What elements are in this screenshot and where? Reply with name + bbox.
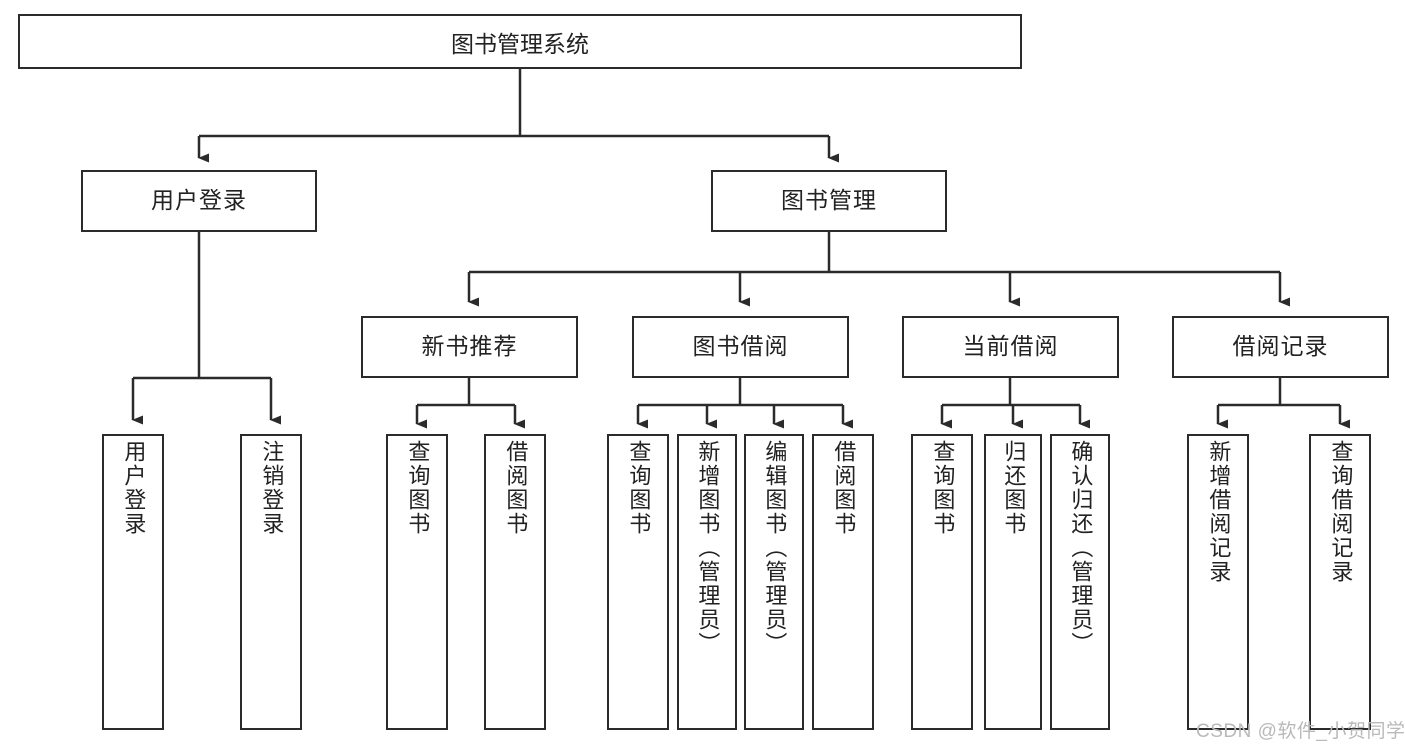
leaf-node[interactable]: 查询图书 (911, 434, 973, 730)
leaf-node[interactable]: 编辑图书（管理员） (744, 434, 804, 730)
leaf-node[interactable]: 查询借阅记录 (1309, 434, 1371, 730)
leaf-node-label: 归还图书 (1001, 440, 1027, 536)
node-new-book-recommend[interactable]: 新书推荐 (361, 316, 578, 378)
edge-current-to-leaves (940, 378, 1090, 429)
node-user-login-label: 用户登录 (151, 187, 247, 214)
node-user-login[interactable]: 用户登录 (81, 170, 317, 232)
leaf-node-label: 查询图书 (930, 440, 956, 536)
leaf-node-label: 借阅图书 (831, 440, 857, 536)
node-book-borrow-label: 图书借阅 (692, 333, 789, 360)
edge-userlogin-to-leaves (131, 232, 281, 425)
edge-records-to-leaves (1216, 378, 1350, 429)
leaf-node-label: 查询图书 (626, 440, 652, 536)
leaf-node[interactable]: 借阅图书 (812, 434, 874, 730)
node-new-book-recommend-label: 新书推荐 (421, 333, 518, 360)
leaf-node[interactable]: 注销登录 (240, 434, 302, 730)
node-current-borrow-label: 当前借阅 (962, 333, 1059, 360)
leaf-node-label: 查询图书 (405, 440, 431, 536)
node-borrow-records[interactable]: 借阅记录 (1172, 316, 1389, 378)
edge-borrow-to-leaves (636, 378, 853, 429)
leaf-node-label: 查询借阅记录 (1328, 440, 1354, 584)
leaf-node[interactable]: 查询图书 (607, 434, 669, 730)
edge-root-to-level2 (197, 69, 839, 163)
leaf-node[interactable]: 查询图书 (386, 434, 448, 730)
leaf-node-label: 确认归还（管理员） (1068, 440, 1094, 656)
leaf-node[interactable]: 新增图书（管理员） (677, 434, 737, 730)
edge-newbooks-to-leaves (415, 378, 525, 429)
node-book-management-label: 图书管理 (781, 187, 877, 214)
node-root[interactable]: 图书管理系统 (18, 14, 1022, 69)
leaf-node[interactable]: 归还图书 (984, 434, 1042, 730)
node-borrow-records-label: 借阅记录 (1232, 333, 1329, 360)
node-book-management[interactable]: 图书管理 (711, 170, 947, 232)
csdn-watermark: CSDN @软件_小贺同学 (1196, 721, 1405, 742)
leaf-node[interactable]: 借阅图书 (484, 434, 546, 730)
leaf-node-label: 注销登录 (259, 440, 285, 536)
node-root-label: 图书管理系统 (451, 30, 589, 57)
leaf-node-label: 新增借阅记录 (1206, 440, 1232, 584)
leaf-node[interactable]: 新增借阅记录 (1187, 434, 1249, 730)
leaf-node[interactable]: 用户登录 (102, 434, 164, 730)
edge-books-to-level3 (467, 232, 1290, 307)
leaf-node-label: 用户登录 (121, 440, 147, 536)
node-current-borrow[interactable]: 当前借阅 (902, 316, 1119, 378)
leaf-node[interactable]: 确认归还（管理员） (1050, 434, 1110, 730)
leaf-node-label: 编辑图书（管理员） (762, 440, 788, 656)
node-book-borrow[interactable]: 图书借阅 (632, 316, 849, 378)
leaf-node-label: 新增图书（管理员） (695, 440, 721, 656)
leaf-node-label: 借阅图书 (503, 440, 529, 536)
